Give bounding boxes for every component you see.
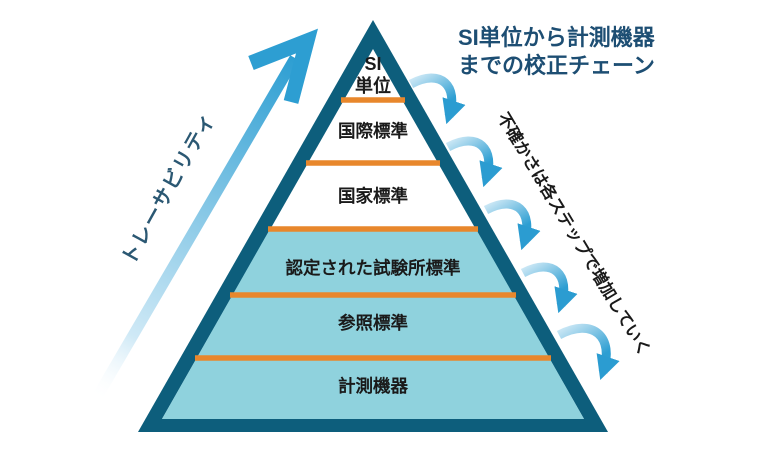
- level-label-national-standard: 国家標準: [338, 186, 408, 206]
- pyramid-lower-fill: [162, 229, 584, 419]
- diagram-title-line2: までの校正チェーン: [458, 53, 655, 78]
- uncertainty-arc-4: [520, 262, 578, 314]
- uncertainty-arc-3: [483, 199, 541, 251]
- traceability-arrow-shaft: [92, 55, 300, 400]
- uncertainty-arc-2: [445, 136, 503, 188]
- uncertainty-arc-1: [408, 73, 466, 125]
- level-label-measuring-instrument: 計測機器: [338, 376, 408, 396]
- uncertainty-arc-5: [556, 323, 620, 381]
- level-label-si-unit: 単位: [355, 75, 391, 96]
- traceability-label: トレーサビリティ: [117, 108, 220, 268]
- level-label-accredited-lab-standard: 認定された試験所標準: [286, 258, 461, 278]
- traceability-arrowhead-icon: [248, 28, 319, 104]
- diagram-title-line1: SI単位から計測機器: [458, 25, 656, 50]
- uncertainty-arrows: [408, 73, 620, 381]
- level-label-si: SI: [364, 54, 381, 74]
- level-label-international-standard: 国際標準: [338, 121, 408, 141]
- level-label-reference-standard: 参照標準: [338, 313, 408, 333]
